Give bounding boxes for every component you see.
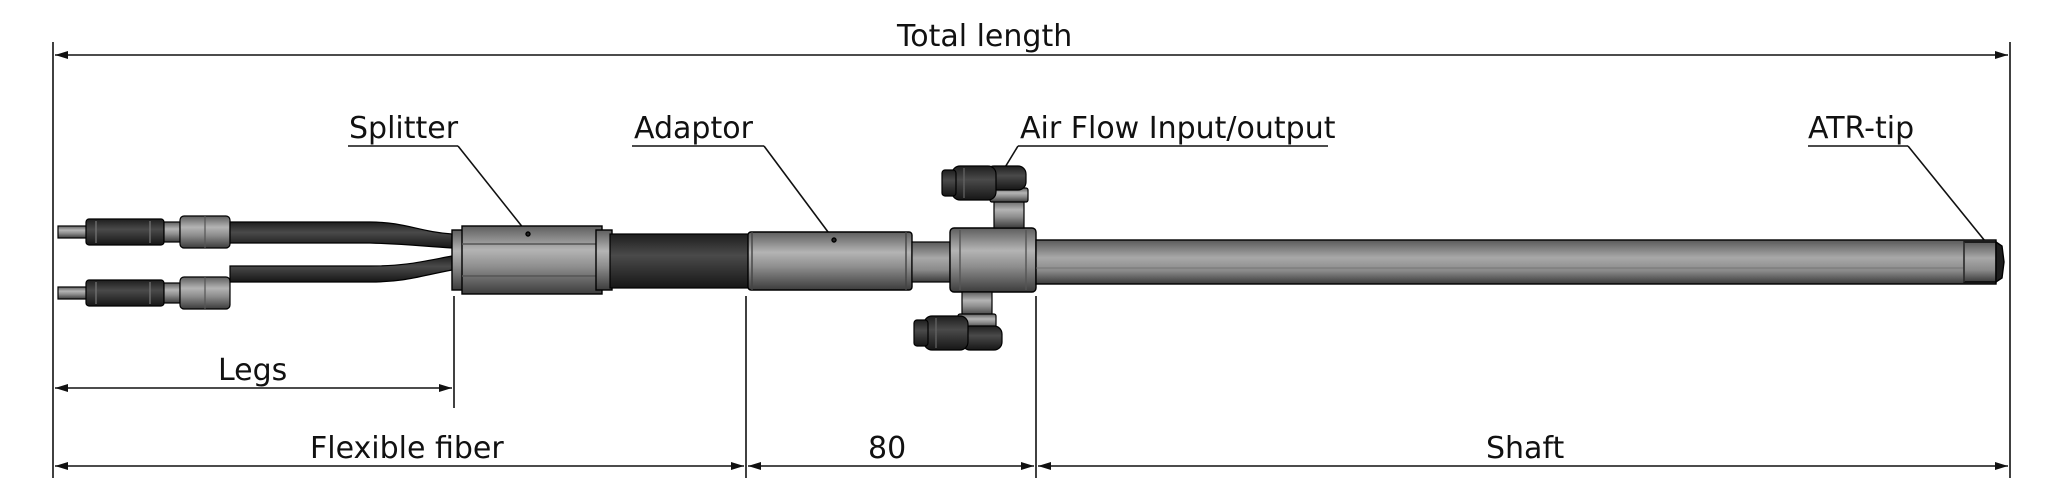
fiber-jacket xyxy=(609,233,751,289)
adaptor-label: Adaptor xyxy=(634,111,753,146)
splitter-leader xyxy=(457,145,529,235)
dimension-lines xyxy=(55,51,2008,470)
adaptor-leader xyxy=(763,145,835,241)
legs-label: Legs xyxy=(218,353,288,388)
splitter-label: Splitter xyxy=(349,111,459,146)
probe-body xyxy=(57,165,2005,351)
shaft-label: Shaft xyxy=(1486,431,1565,466)
adaptor-body xyxy=(747,231,913,291)
flexible-fiber-label: Flexible fiber xyxy=(310,431,504,466)
air-flow-block xyxy=(949,227,1037,293)
air-fitting-upper xyxy=(941,165,1029,229)
upper-leg xyxy=(57,215,453,249)
total-length-label: Total length xyxy=(897,19,1073,54)
splitter-body xyxy=(451,225,613,295)
air-flow-label: Air Flow Input/output xyxy=(1020,111,1336,146)
adaptor-neck xyxy=(911,241,951,283)
lower-leg xyxy=(57,255,453,310)
leader-lines xyxy=(348,145,2003,263)
atr-tip-label: ATR-tip xyxy=(1808,111,1915,146)
dim-80-label: 80 xyxy=(868,431,907,466)
air-fitting-lower xyxy=(913,291,1003,351)
atr-tip-body xyxy=(1963,240,2005,284)
shaft-body xyxy=(1035,239,1997,285)
extension-lines xyxy=(52,42,2011,478)
